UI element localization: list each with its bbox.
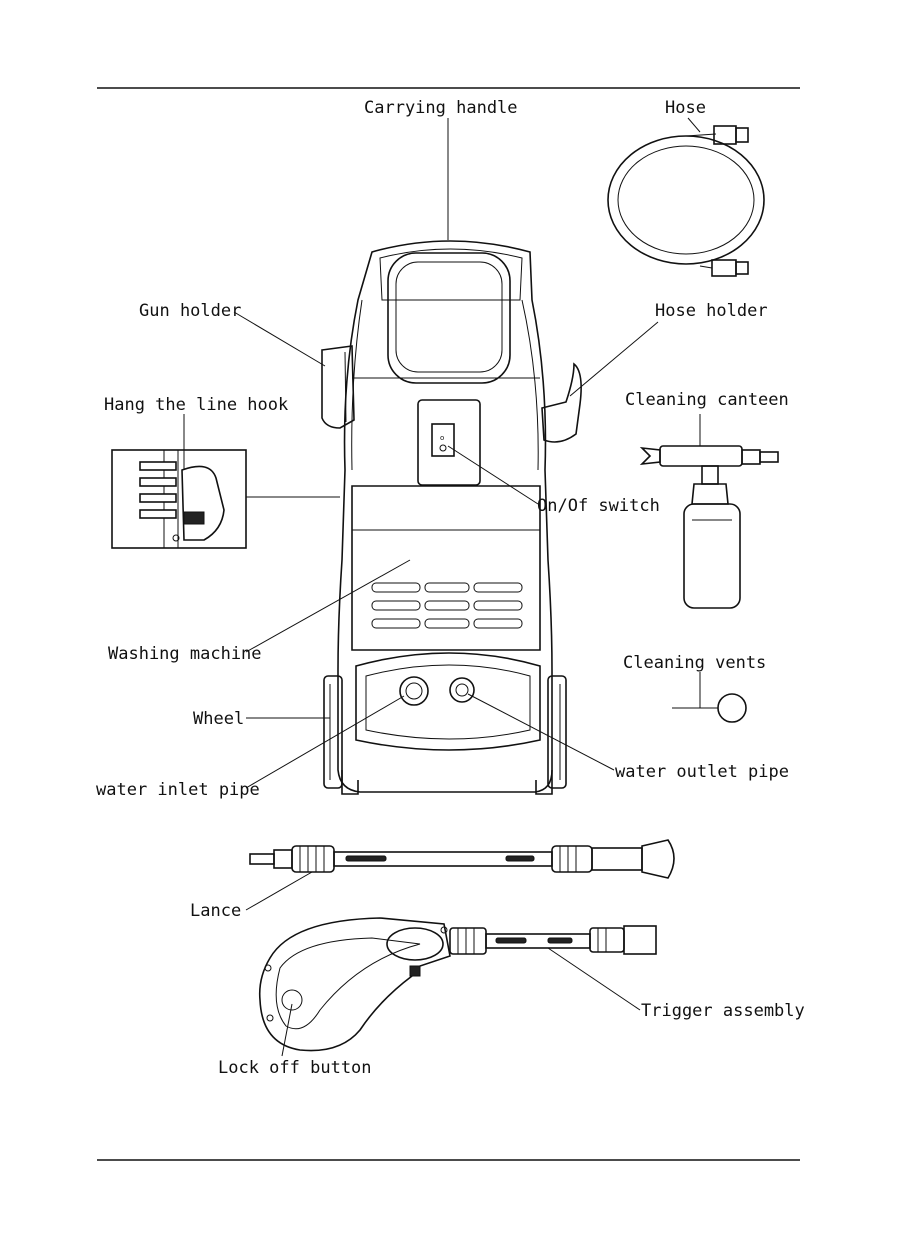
leader-lines [184, 118, 718, 1056]
label-water-inlet-pipe: water inlet pipe [96, 780, 260, 800]
water-outlet-fitting [450, 678, 474, 702]
label-wheel: Wheel [193, 709, 244, 729]
water-inlet-fitting [400, 677, 428, 705]
trigger-assembly [260, 918, 656, 1051]
label-hose: Hose [665, 98, 706, 118]
label-cleaning-vents: Cleaning vents [623, 653, 766, 673]
label-hang-line-hook: Hang the line hook [104, 395, 288, 415]
label-washing-machine: Washing machine [108, 644, 262, 664]
body-vents [372, 583, 522, 628]
label-lance: Lance [190, 901, 241, 921]
hang-line-hook-detail [112, 450, 246, 548]
label-water-outlet-pipe: water outlet pipe [615, 762, 789, 782]
label-trigger-assembly: Trigger assembly [641, 1001, 805, 1021]
label-gun-holder: Gun holder [139, 301, 241, 321]
lance [250, 840, 674, 878]
carrying-handle [388, 253, 510, 383]
cleaning-vents [718, 694, 746, 722]
label-lock-off-button: Lock off button [218, 1058, 372, 1078]
washing-machine-body: o [322, 241, 581, 794]
svg-text:o: o [440, 434, 444, 442]
label-carrying-handle: Carrying handle [364, 98, 518, 118]
hose-holder [542, 364, 581, 442]
label-cleaning-canteen: Cleaning canteen [625, 390, 789, 410]
label-hose-holder: Hose holder [655, 301, 768, 321]
cleaning-canteen [642, 446, 778, 608]
hose [608, 126, 764, 276]
label-on-off-switch: On/Of switch [537, 496, 660, 516]
